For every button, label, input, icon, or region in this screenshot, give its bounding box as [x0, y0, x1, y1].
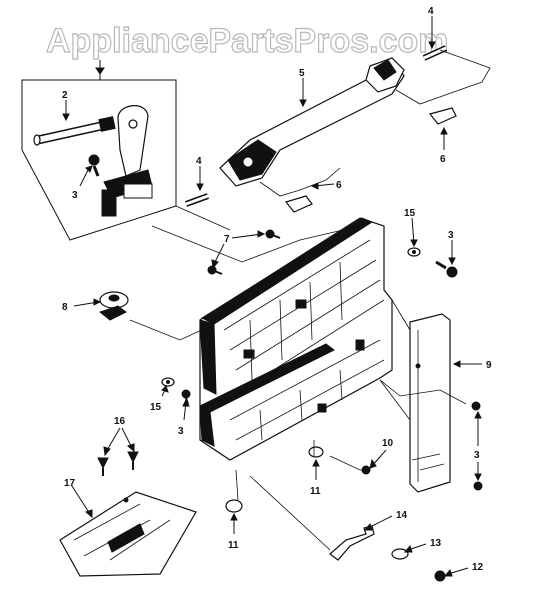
callout-3-right: 3: [474, 410, 482, 482]
projection-line: [395, 49, 491, 105]
svg-text:5: 5: [299, 68, 305, 79]
svg-text:12: 12: [472, 562, 484, 573]
inset-projection-line: [175, 205, 231, 231]
rubber-foot-part: [225, 499, 243, 513]
bracket-arm-part: [101, 105, 153, 217]
svg-text:8: 8: [62, 302, 68, 313]
cam-knob-part: [98, 291, 129, 321]
svg-text:3: 3: [178, 426, 184, 437]
svg-text:3: 3: [474, 450, 480, 461]
callout-4-middle: 4: [196, 156, 204, 192]
svg-text:13: 13: [430, 538, 442, 549]
svg-text:15: 15: [150, 402, 162, 413]
callout-2: 2: [62, 90, 70, 122]
callout-17: 17: [64, 478, 93, 519]
rubber-foot-part: [308, 446, 324, 458]
callout-11-bottom: 11: [228, 512, 239, 551]
svg-text:16: 16: [114, 416, 126, 427]
inset-leader-arrow: [95, 67, 105, 75]
projection-line: [259, 167, 341, 197]
callout-11-middle: 11: [310, 458, 321, 497]
screw-part: [88, 154, 100, 177]
leader-lines: [129, 225, 467, 551]
svg-text:10: 10: [382, 438, 394, 449]
callout-3-left: 3: [178, 398, 190, 437]
screw-part: [435, 260, 458, 278]
callout-5: 5: [299, 68, 307, 108]
svg-text:4: 4: [196, 156, 202, 167]
inset-box-outline: [21, 79, 177, 241]
callout-14: 14: [363, 510, 408, 531]
callout-3-top-right: 3: [448, 230, 456, 266]
screw-part: [471, 401, 481, 411]
callout-6-middle: 6: [310, 180, 342, 191]
svg-text:3: 3: [448, 230, 454, 241]
upper-arm-part: [219, 57, 405, 187]
washer-part: [407, 247, 421, 257]
side-cover-part: [409, 313, 451, 493]
screw-part: [207, 265, 223, 275]
screw-part: [127, 451, 139, 470]
callout-8: 8: [62, 298, 102, 313]
svg-text:14: 14: [396, 510, 408, 521]
callout-15-top: 15: [404, 208, 418, 248]
screw-part: [265, 229, 281, 239]
svg-text:11: 11: [228, 540, 239, 551]
callout-13: 13: [403, 538, 442, 553]
shim-plate-part: [428, 107, 457, 125]
svg-text:9: 9: [486, 360, 492, 371]
svg-text:3: 3: [72, 190, 78, 201]
callout-7: 7: [211, 230, 266, 270]
svg-text:7: 7: [224, 234, 230, 245]
shaft-part: [33, 116, 116, 146]
svg-text:2: 2: [62, 90, 68, 101]
main-frame-part: [198, 217, 393, 461]
svg-text:6: 6: [336, 180, 342, 191]
watermark-text: AppliancePartsPros.com: [46, 22, 448, 60]
pin-part: [184, 193, 210, 207]
washer-part: [161, 377, 175, 387]
needle-plate-part: [59, 491, 197, 577]
pin-part: [422, 45, 448, 61]
svg-text:6: 6: [440, 154, 446, 165]
callout-10: 10: [369, 438, 394, 469]
washer-part: [391, 548, 409, 560]
screw-part: [473, 481, 483, 491]
callout-3-top-left: 3: [72, 165, 93, 201]
spring-bracket-part: [329, 525, 375, 561]
svg-text:4: 4: [428, 6, 434, 17]
nut-part: [434, 570, 446, 582]
callout-4-top-right: 4: [428, 6, 436, 50]
callout-6-right: 6: [440, 126, 448, 165]
callout-15-left: 15: [150, 385, 169, 413]
inset-box-group: [21, 60, 231, 241]
svg-text:17: 17: [64, 478, 76, 489]
screw-part: [97, 457, 109, 476]
shim-plate-part: [284, 195, 313, 213]
callout-9: 9: [452, 360, 492, 371]
callout-16: 16: [103, 416, 135, 457]
callout-12: 12: [443, 562, 484, 577]
svg-text:15: 15: [404, 208, 416, 219]
svg-text:11: 11: [310, 486, 321, 497]
